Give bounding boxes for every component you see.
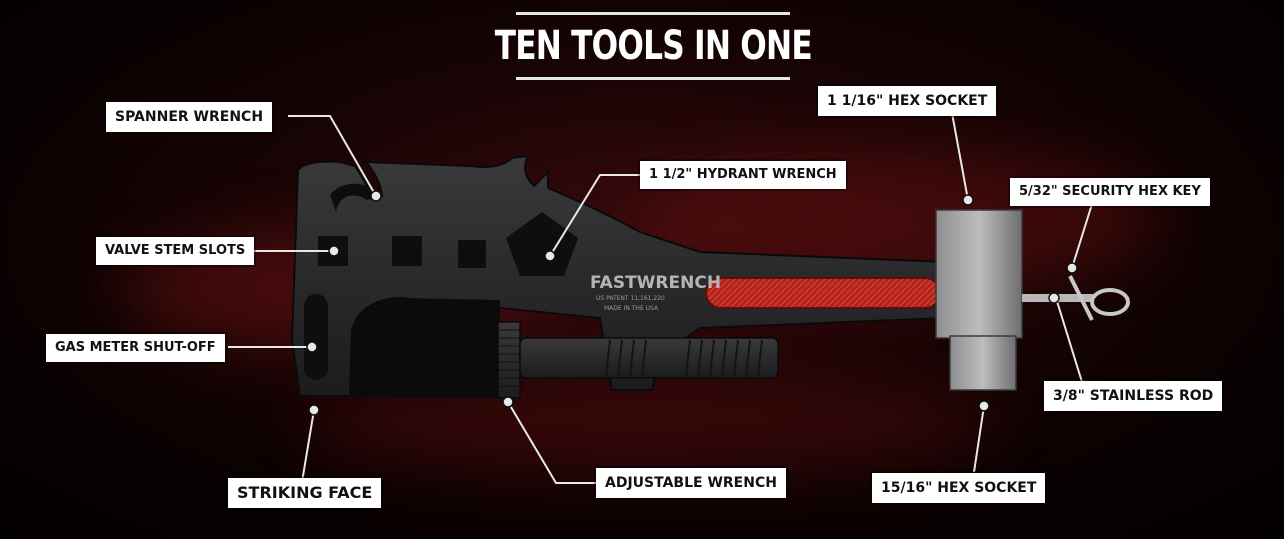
callout-hex-socket-15-16: 15/16" HEX SOCKET	[872, 473, 1046, 503]
hex-socket-large	[935, 209, 1023, 339]
callout-hydrant-wrench: 1 1/2" HYDRANT WRENCH	[640, 161, 846, 189]
hydrant-pentagon	[506, 212, 578, 276]
hex-socket-small	[949, 335, 1017, 391]
callout-gas-meter-shutoff: GAS METER SHUT-OFF	[46, 334, 225, 362]
red-grip	[705, 277, 941, 309]
callout-security-hex-key: 5/32" SECURITY HEX KEY	[1010, 178, 1210, 206]
leader-dots	[306, 190, 1078, 416]
callout-striking-face: STRIKING FACE	[228, 478, 382, 508]
adjustable-jaw	[497, 321, 521, 399]
callout-adjustable-wrench: ADJUSTABLE WRENCH	[596, 468, 786, 498]
page-title: TEN TOOLS IN ONE	[494, 23, 812, 69]
brand-logo: FASTWRENCH	[590, 273, 721, 293]
security-hex-key-loop	[1090, 288, 1130, 316]
leader-lines	[228, 112, 1093, 484]
callout-valve-stem-slots: VALVE STEM SLOTS	[96, 237, 255, 265]
valve-stem-slot	[392, 236, 422, 266]
callout-hex-socket-1-1-16: 1 1/16" HEX SOCKET	[818, 86, 997, 116]
jaw-opening	[352, 298, 500, 398]
made-in-text: MADE IN THE USA	[604, 305, 659, 312]
callout-spanner-wrench: SPANNER WRENCH	[106, 102, 273, 132]
spanner-hook	[330, 183, 378, 212]
title-banner: TEN TOOLS IN ONE	[494, 12, 812, 80]
gas-meter-slot	[304, 294, 328, 380]
callout-stainless-rod: 3/8" STAINLESS ROD	[1044, 381, 1223, 411]
valve-stem-slot	[458, 240, 486, 268]
patent-text: US PATENT 11,161,220	[596, 295, 665, 302]
security-hex-key	[1068, 275, 1094, 321]
worm-screw	[519, 337, 779, 379]
